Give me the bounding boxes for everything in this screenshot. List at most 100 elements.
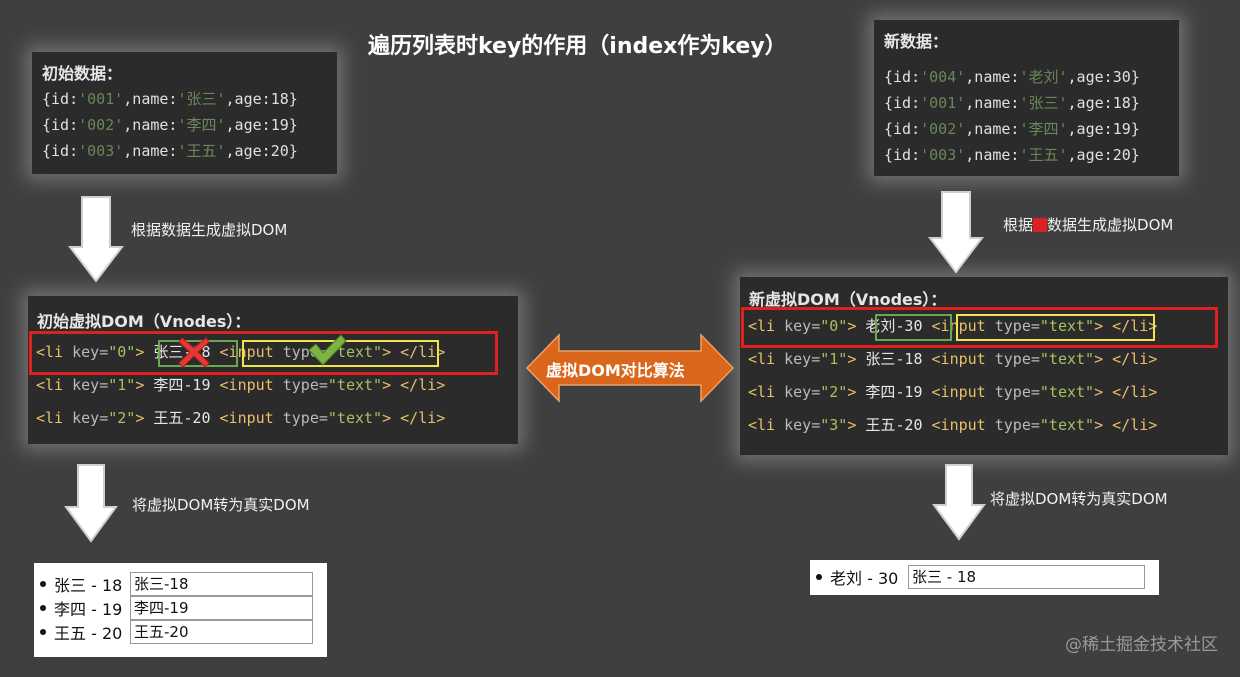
name-value: '张三' [1019,94,1068,112]
input-close: > [1094,416,1104,434]
brace-id-key: {id: [884,94,921,112]
data-row: {id:'003',name:'王五',age:20} [42,138,327,164]
li-close-tag: </li> [400,376,446,394]
tag-close: > [847,383,857,401]
key-attr: key= [784,416,821,434]
key-attr: key= [72,409,109,427]
right-gen-caption-tail: 数据生成虚拟DOM [1047,216,1174,234]
left-gen-caption: 根据数据生成虚拟DOM [131,221,288,239]
age-value: 20 [270,142,289,160]
name-value: '老刘' [1019,68,1068,86]
li-open-tag: <li [748,416,785,434]
age-key: ,age: [225,90,271,108]
bullet-icon [40,581,46,587]
down-arrow-icon [928,191,984,274]
type-value: "text" [1039,350,1095,368]
key-attr: key= [784,383,821,401]
double-arrow-icon [525,333,735,403]
vnode-row: <li key="1"> 李四-19 <input type="text"> <… [28,369,445,402]
li-open-tag: <li [36,376,73,394]
close-brace: } [1130,68,1140,86]
close-brace: } [1130,120,1140,138]
key-value: "0" [820,317,848,335]
type-value: "text" [1039,383,1095,401]
brace-id-key: {id: [42,90,79,108]
text-input[interactable]: 王五-20 [130,620,313,644]
id-value: '002' [78,116,124,134]
data-row: {id:'004',name:'老刘',age:30} [884,64,1169,90]
input-open-tag: <input [931,317,995,335]
name-key: ,name: [965,146,1020,164]
highlight-row-box [29,331,498,375]
input-open-tag: <input [219,376,283,394]
list-item-label: 王五 - 20 [54,624,123,643]
name-key: ,name: [123,116,178,134]
list-item-label: 老刘 - 30 [830,569,899,588]
li-close-tag: </li> [1112,317,1158,335]
vnode-text: 张三-18 [865,350,923,368]
name-value: '王五' [177,142,226,160]
key-value: "2" [820,383,848,401]
id-value: '001' [78,90,124,108]
key-value: "3" [820,416,848,434]
tag-close: > [135,376,145,394]
name-value: '张三' [177,90,226,108]
initial-vdom-panel: 初始虚拟DOM（Vnodes）： <li key="0"> 张三-18 <inp… [28,296,518,444]
red-square-icon [1033,218,1048,232]
li-close-tag: </li> [1112,416,1158,434]
new-data-panel: 新数据： {id:'004',name:'老刘',age:30}{id:'001… [874,20,1179,176]
li-close-tag: </li> [1112,350,1158,368]
vnode-row: <li key="3"> 王五-20 <input type="text"> <… [740,409,1157,442]
name-value: '王五' [1019,146,1068,164]
text-input[interactable]: 张三-18 [130,572,313,596]
id-value: '002' [920,120,966,138]
id-value: '003' [920,146,966,164]
type-value: "text" [1039,317,1095,335]
li-open-tag: <li [36,409,73,427]
vnode-row: <li key="2"> 王五-20 <input type="text"> <… [28,402,445,435]
text-highlight-box [875,314,952,341]
type-attr: type= [994,383,1040,401]
input-open-tag: <input [931,416,995,434]
data-row: {id:'002',name:'李四',age:19} [884,116,1169,142]
key-value: "1" [820,350,848,368]
id-value: '001' [920,94,966,112]
age-key: ,age: [1067,146,1113,164]
name-key: ,name: [123,90,178,108]
data-row: {id:'001',name:'张三',age:18} [884,90,1169,116]
vnode-text: 老刘-30 [865,317,923,335]
key-attr: key= [72,343,109,361]
input-close: > [1094,350,1104,368]
text-input[interactable]: 张三 - 18 [908,565,1145,589]
down-arrow-icon [68,196,124,283]
new-data-heading: 新数据： [884,32,949,51]
bullet-icon [40,605,46,611]
li-close-tag: </li> [400,343,446,361]
input-open-tag: <input [931,350,995,368]
type-attr: type= [994,416,1040,434]
bullet-icon [816,574,822,580]
age-key: ,age: [1067,120,1113,138]
close-brace: } [1130,94,1140,112]
li-close-tag: </li> [1112,383,1158,401]
close-brace: } [288,142,298,160]
age-key: ,age: [225,142,271,160]
close-brace: } [288,116,298,134]
input-highlight-box [956,314,1155,341]
initial-real-dom: 张三 - 18 张三-18 李四 - 19 李四-19 王五 - 20 王五-20 [34,563,327,657]
list-item: 李四 - 19 [40,596,122,620]
watermark: @稀土掘金技术社区 [1065,635,1218,655]
right-gen-caption-head: 根据 [1003,216,1034,234]
age-key: ,age: [1067,94,1113,112]
name-key: ,name: [965,68,1020,86]
type-attr: type= [282,376,328,394]
li-close-tag: </li> [400,409,446,427]
brace-id-key: {id: [884,146,921,164]
list-item-label: 李四 - 19 [54,600,123,619]
type-attr: type= [282,409,328,427]
list-item-label: 张三 - 18 [54,576,123,595]
text-input[interactable]: 李四-19 [130,596,313,620]
left-real-caption: 将虚拟DOM转为真实DOM [132,496,310,514]
vnode-text: 王五-20 [865,416,923,434]
data-row: {id:'003',name:'王五',age:20} [884,142,1169,168]
